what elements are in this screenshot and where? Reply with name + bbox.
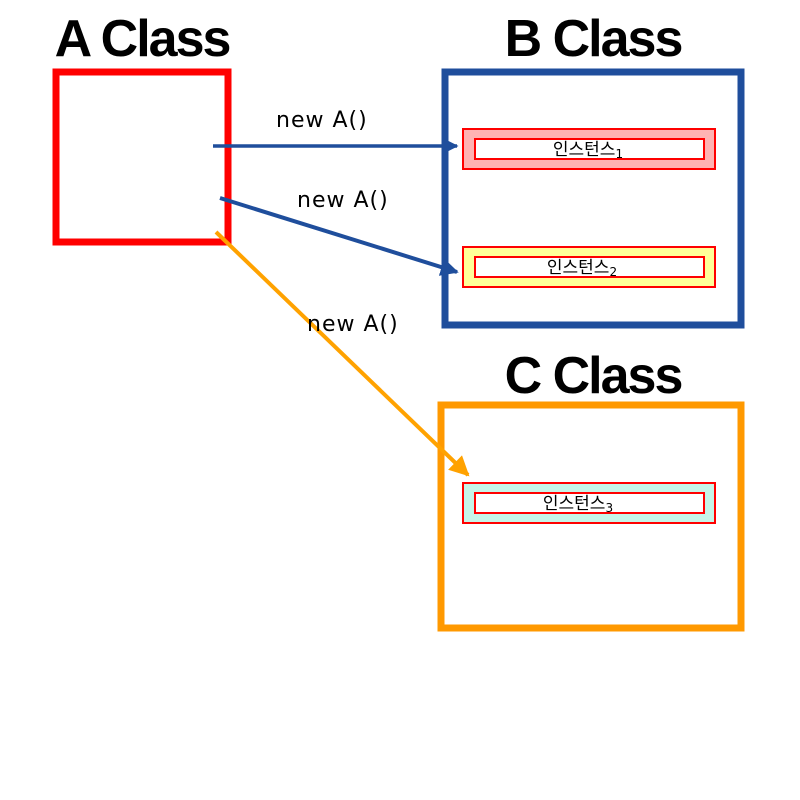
b-class-title: B Class — [505, 10, 682, 68]
b-class-box — [441, 68, 745, 329]
arrow-to-instance-3 — [214, 230, 470, 477]
instance-2-label: 인스턴스 — [547, 258, 610, 278]
arrow-to-instance-2 — [219, 196, 459, 276]
svg-text:인스턴스2: 인스턴스2 — [547, 258, 617, 279]
arrow-2-label: new A() — [297, 188, 389, 213]
instance-1: 인스턴스1 — [462, 128, 716, 170]
svg-text:인스턴스1: 인스턴스1 — [553, 140, 623, 161]
a-class-box — [52, 68, 232, 246]
instance-2: 인스턴스2 — [462, 246, 716, 288]
svg-text:인스턴스3: 인스턴스3 — [543, 494, 613, 515]
instance-2-index: 2 — [609, 265, 617, 279]
instance-1-index: 1 — [615, 147, 623, 161]
instance-1-label: 인스턴스 — [553, 140, 616, 160]
a-class-title: A Class — [55, 10, 230, 68]
arrow-1-label: new A() — [276, 108, 368, 133]
arrow-3-label: new A() — [307, 312, 399, 337]
instance-3: 인스턴스3 — [462, 482, 716, 524]
instance-3-label: 인스턴스 — [543, 494, 606, 514]
c-class-box — [437, 401, 745, 632]
instance-3-index: 3 — [605, 501, 613, 515]
c-class-title: C Class — [505, 347, 682, 405]
